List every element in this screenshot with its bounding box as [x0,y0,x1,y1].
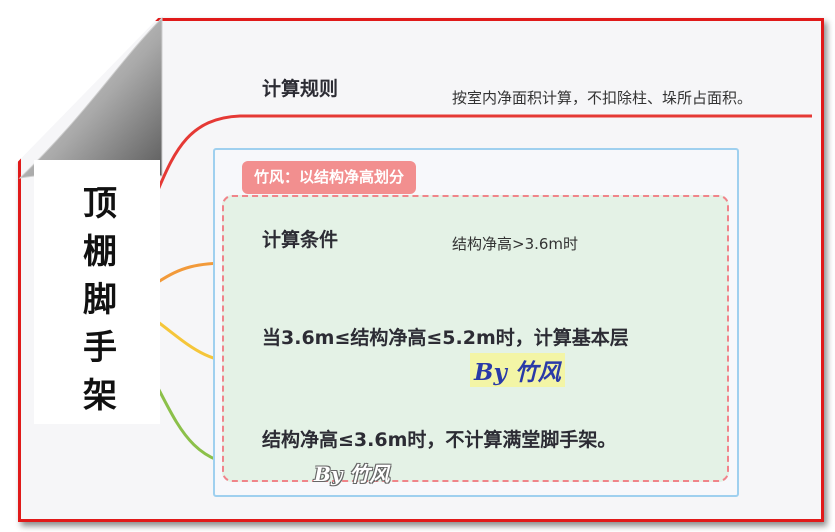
watermark-secondary: By 竹风 [314,462,390,486]
root-title-char: 脚 [83,280,117,320]
case1-topic[interactable]: 当3.6m≤结构净高≤5.2m时，计算基本层 [262,327,629,349]
root-title-char: 手 [83,328,117,368]
case2-topic[interactable]: 结构净高≤3.6m时，不计算满堂脚手架。 [262,429,617,451]
rule-topic-text[interactable]: 按室内净面积计算，不扣除柱、垛所占面积。 [452,89,753,107]
watermark-primary: By 竹风 [470,353,565,387]
root-title-char: 棚 [83,232,117,272]
condition-topic-heading[interactable]: 计算条件 [262,229,339,251]
rule-topic-heading[interactable]: 计算规则 [262,78,339,100]
root-title-char: 顶 [83,184,117,224]
condition-topic-text[interactable]: 结构净高>3.6m时 [452,235,579,253]
root-title-char: 架 [83,376,117,416]
boundary-inner-box [222,195,729,482]
boundary-tag-label[interactable]: 竹风：以结构净高划分 [242,161,417,194]
rule-branch-line [156,114,812,191]
root-topic-box[interactable] [34,160,160,424]
